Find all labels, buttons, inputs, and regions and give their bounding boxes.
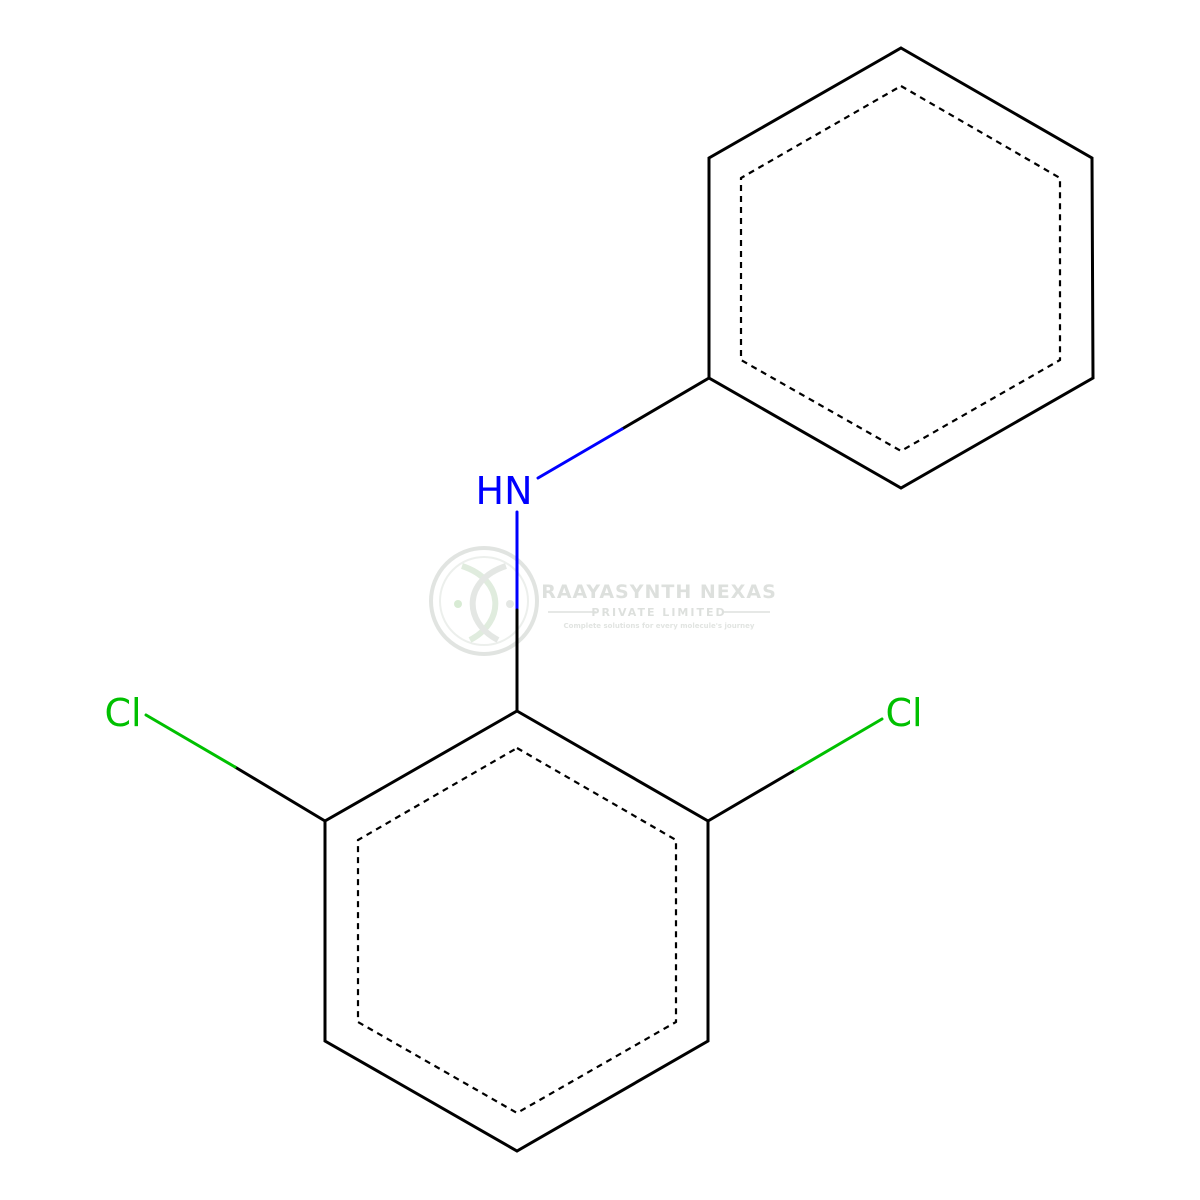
chlorine-bonds: [144, 713, 884, 823]
bond-ring-to-cl-right: [706, 768, 797, 823]
bond-n-half-upper: [536, 427, 624, 480]
watermark-entity: PRIVATE LIMITED: [591, 606, 726, 619]
bond-cl-right-half: [793, 717, 884, 772]
helix-logo-icon: [429, 546, 539, 656]
atom-label-cl-right: Cl: [885, 691, 922, 735]
watermark-tagline: Complete solutions for every molecule's …: [564, 622, 755, 630]
dichlorophenyl-aromatic-circuit: [356, 746, 678, 1115]
dichlorophenyl-ring: [323, 709, 710, 1153]
phenyl-ring: [707, 46, 1095, 490]
bond-phenyl-to-n: [620, 376, 711, 431]
bond-cl-left-half: [144, 713, 237, 769]
phenyl-aromatic-circuit: [739, 84, 1062, 453]
bond-ring-to-cl-left: [233, 765, 327, 823]
dichlorophenyl-ring-bonds: [323, 709, 710, 1153]
watermark-company-name: RAAYASYNTH NEXAS: [541, 581, 777, 603]
watermark: RAAYASYNTH NEXAS PRIVATE LIMITED Complet…: [429, 546, 777, 656]
atom-label-nh: HN: [476, 469, 533, 513]
atom-label-cl-left: Cl: [104, 691, 141, 735]
phenyl-ring-bonds: [707, 46, 1095, 490]
amine-bonds: [515, 376, 711, 713]
